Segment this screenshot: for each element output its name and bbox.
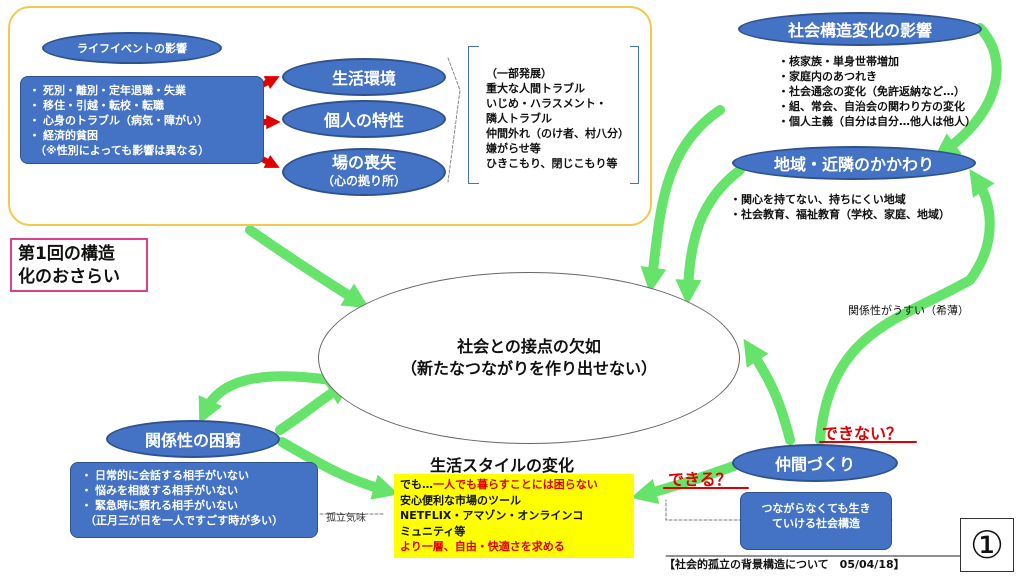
relation-note: （正月三が日を一人ですごす時が多い） bbox=[85, 514, 284, 527]
lifestyle-line5: より一層、自由・快適さを求める bbox=[400, 540, 565, 553]
nakama-box-line2: ていける社会構造 bbox=[772, 517, 860, 530]
can-label: できる？ bbox=[668, 470, 732, 489]
nakama-box-line1: つながらなくても生き bbox=[761, 502, 871, 515]
recap-box: 第1回の構造 化のおさらい bbox=[10, 238, 148, 292]
nakama-box: つながらなくても生き ていける社会構造 bbox=[740, 492, 892, 550]
center-line2: （新たなつながりを作り出せない） bbox=[400, 359, 657, 378]
lifestyle-line1: でも…一人でも暮らすことには困らない bbox=[400, 478, 598, 491]
cannot-label: できない？ bbox=[822, 424, 903, 443]
troubles-line: 嫌がらせ等 bbox=[486, 142, 541, 155]
arrow-social-to-center bbox=[640, 105, 725, 294]
arrow-center-to-relation bbox=[198, 371, 335, 425]
footer-caption: 【社会的孤立の背景構造について 05/04/18】 bbox=[664, 558, 905, 571]
loss-of-place-line1: 場の喪失 bbox=[331, 153, 396, 172]
arrow-nakama-to-lifestyle bbox=[630, 461, 739, 505]
factor-living-environment: 生活環境 bbox=[282, 58, 446, 96]
arrow-relation-to-lifestyle bbox=[277, 437, 399, 500]
recap-line1: 第1回の構造 bbox=[18, 244, 115, 264]
arrow-life-to-center bbox=[245, 225, 370, 309]
relation-item: 緊急時に頼れる相手がいない bbox=[81, 498, 307, 513]
troubles-bracket-right bbox=[630, 46, 639, 184]
relation-item: 悩みを相談する相手がいない bbox=[81, 483, 307, 498]
relation-title: 関係性の困窮 bbox=[106, 420, 280, 458]
arrow-nakama-to-community bbox=[815, 169, 995, 445]
isolation-label: 孤立気味 bbox=[326, 513, 366, 524]
arrow-nakama-to-center bbox=[743, 338, 795, 445]
lifestyle-line3: NETFLIX・アマゾン・オンラインコ bbox=[400, 509, 584, 522]
social-change-list: ・核家族・単身世帯増加 ・家庭内のあつれき ・社会通念の変化（免許返納など…） … bbox=[778, 54, 976, 129]
lifestyle-title: 生活スタイルの変化 bbox=[430, 456, 575, 475]
lifestyle-line2: 安心便利な市場のツール bbox=[400, 493, 521, 507]
social-change-item: ・家庭内のあつれき bbox=[778, 70, 877, 83]
arrow-relation-to-center bbox=[275, 379, 354, 435]
troubles-line: 重大な人間トラブル bbox=[486, 82, 585, 95]
social-change-title: 社会構造変化の影響 bbox=[738, 12, 982, 46]
social-change-item: ・個人主義（自分は自分…他人は他人） bbox=[778, 115, 976, 128]
troubles-line: 隣人トラブル bbox=[486, 112, 552, 125]
community-list: ・関心を持てない、持ちにくい地域 ・社会教育、福祉教育（学校、家庭、地域） bbox=[730, 192, 950, 222]
social-change-item: ・組、常会、自治会の関わり方の変化 bbox=[778, 100, 965, 113]
arrow-social-to-community bbox=[933, 23, 1002, 160]
relation-list: 日常的に会話する相手がいない 悩みを相談する相手がいない 緊急時に頼れる相手がい… bbox=[70, 462, 318, 538]
social-change-item: ・社会通念の変化（免許返納など…） bbox=[778, 85, 965, 98]
life-events-frame bbox=[8, 6, 652, 226]
life-event-item: 心身のトラブル（病気・障がい） bbox=[29, 113, 255, 128]
chevron-troubles bbox=[447, 57, 461, 183]
troubles-line: いじめ・ハラスメント・ bbox=[486, 97, 607, 110]
social-change-item: ・核家族・単身世帯増加 bbox=[778, 55, 899, 68]
weak-relation-label: 関係性がうすい（希薄） bbox=[848, 304, 969, 317]
troubles-text: （一部発展） 重大な人間トラブル いじめ・ハラスメント・ 隣人トラブル 仲間外れ… bbox=[486, 66, 629, 171]
life-events-list: 死別・離別・定年退職・失業 移住・引越・転校・転職 心身のトラブル（病気・障がい… bbox=[20, 76, 264, 164]
relation-item: 日常的に会話する相手がいない bbox=[81, 468, 307, 483]
community-item: ・関心を持てない、持ちにくい地域 bbox=[730, 193, 906, 206]
community-item: ・社会教育、福祉教育（学校、家庭、地域） bbox=[730, 208, 950, 221]
center-ellipse: 社会との接点の欠如 （新たなつながりを作り出せない） bbox=[318, 272, 740, 444]
lifestyle-box: でも…一人でも暮らすことには困らない 安心便利な市場のツール NETFLIX・ア… bbox=[394, 474, 634, 558]
factor-loss-of-place: 場の喪失 （心の拠り所） bbox=[282, 148, 446, 196]
community-title: 地域・近隣のかかわり bbox=[732, 146, 976, 180]
page-number-badge: ① bbox=[960, 518, 1014, 572]
life-events-note: （※性別によっても影響は異なる） bbox=[35, 144, 210, 157]
troubles-line: ひきこもり、閉じこもり等 bbox=[486, 157, 618, 170]
factor-personal-traits: 個人の特性 bbox=[282, 100, 446, 138]
life-event-item: 死別・離別・定年退職・失業 bbox=[29, 83, 255, 98]
life-event-item: 経済的貧困 bbox=[29, 128, 255, 143]
page-number: ① bbox=[969, 523, 1005, 567]
arrow-community-to-center bbox=[675, 165, 745, 306]
life-events-title: ライフイベントの影響 bbox=[42, 32, 222, 64]
troubles-line: （一部発展） bbox=[486, 67, 552, 80]
life-event-item: 移住・引越・転校・転職 bbox=[29, 98, 255, 113]
recap-line2: 化のおさらい bbox=[18, 267, 120, 287]
troubles-line: 仲間外れ（のけ者、村八分） bbox=[486, 127, 629, 140]
loss-of-place-line2: （心の拠り所） bbox=[321, 174, 406, 188]
center-line1: 社会との接点の欠如 bbox=[457, 337, 601, 356]
lifestyle-line4: ミュニティ等 bbox=[400, 524, 466, 538]
nakama-title: 仲間づくり bbox=[732, 444, 898, 482]
troubles-bracket bbox=[468, 46, 479, 184]
